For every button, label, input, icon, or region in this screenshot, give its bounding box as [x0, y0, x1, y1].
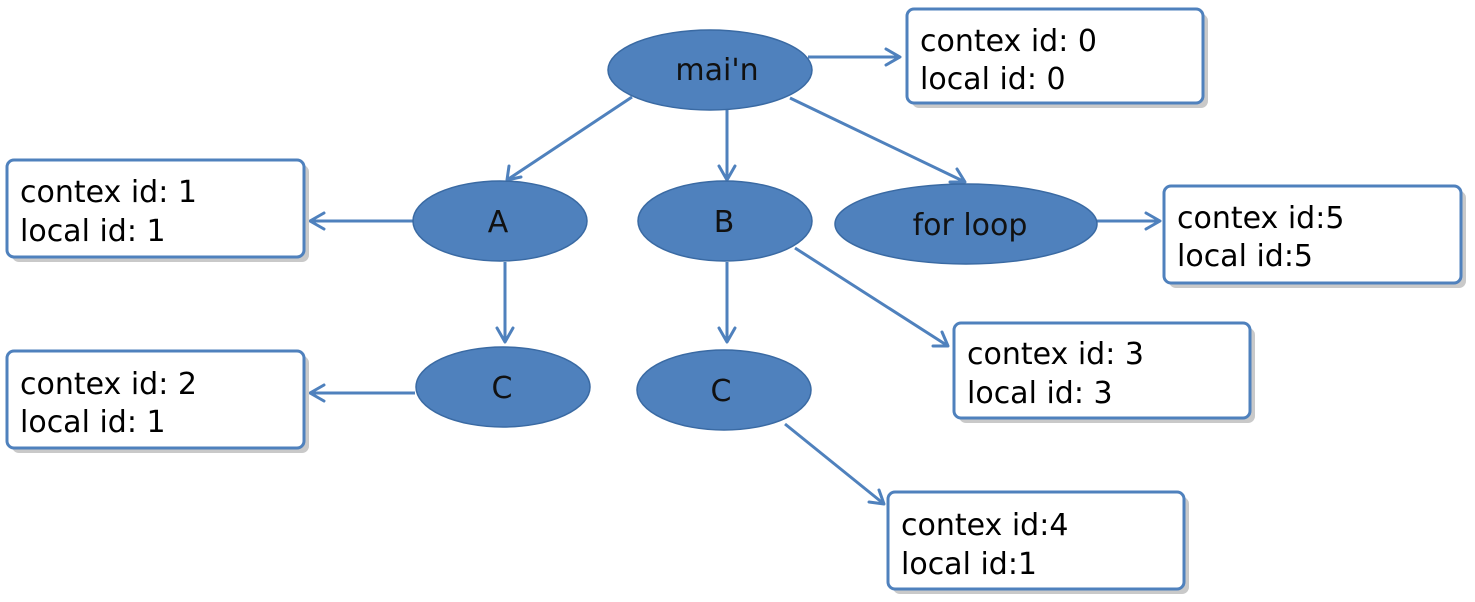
node-c-under-a[interactable]: C	[415, 346, 591, 428]
info-box-c-under-b-line2: local id:1	[901, 547, 1037, 582]
node-for-loop-label: for loop	[913, 208, 1028, 243]
info-box-main: contex id: 0 local id: 0	[905, 7, 1208, 108]
node-main[interactable]: mai'n	[607, 29, 813, 111]
info-box-main-line1: contex id: 0	[920, 24, 1097, 59]
nodes: mai'n A B for loop C C	[412, 29, 1098, 431]
info-box-for-loop: contex id:5 local id:5	[1162, 184, 1466, 288]
info-box-c-under-a-line2: local id: 1	[20, 405, 166, 440]
node-c-under-b-label: C	[711, 374, 732, 409]
node-c-under-a-label: C	[492, 371, 513, 406]
node-c-under-b[interactable]: C	[636, 349, 812, 431]
info-box-main-line2: local id: 0	[920, 62, 1066, 97]
info-box-for-loop-line2: local id:5	[1177, 239, 1313, 274]
info-box-for-loop-line1: contex id:5	[1177, 201, 1344, 236]
edge-main-to-box-main	[808, 47, 902, 67]
info-box-c-under-a: contex id: 2 local id: 1	[5, 349, 309, 453]
info-box-c-under-b-line1: contex id:4	[901, 508, 1068, 543]
info-box-a-line2: local id: 1	[20, 214, 166, 249]
node-main-label: mai'n	[675, 53, 758, 88]
edge-b-to-c	[717, 262, 737, 344]
edge-main-to-b	[717, 110, 737, 182]
node-b[interactable]: B	[637, 180, 813, 262]
info-box-b-line2: local id: 3	[967, 376, 1113, 411]
node-a-label: A	[488, 205, 509, 240]
edge-a-to-c	[495, 262, 515, 344]
edge-main-to-a	[505, 95, 633, 182]
info-box-b: contex id: 3 local id: 3	[952, 321, 1255, 423]
edge-a-to-box-a	[308, 211, 415, 231]
info-box-c-under-a-line1: contex id: 2	[20, 367, 197, 402]
edges	[308, 47, 1162, 506]
info-box-a: contex id: 1 local id: 1	[5, 158, 309, 262]
edge-for-loop-to-box-for-loop	[1097, 211, 1162, 231]
edge-main-to-for-loop	[789, 96, 967, 184]
edge-c-to-box-c-under-a	[308, 383, 415, 403]
edge-c-to-box-c-under-b	[784, 422, 886, 506]
info-box-b-line1: contex id: 3	[967, 337, 1144, 372]
node-a[interactable]: A	[412, 180, 588, 262]
info-boxes: contex id: 0 local id: 0 contex id: 1 lo…	[5, 7, 1466, 594]
node-b-label: B	[714, 205, 735, 240]
node-for-loop[interactable]: for loop	[834, 183, 1098, 265]
info-box-c-under-b: contex id:4 local id:1	[886, 490, 1189, 594]
info-box-a-line1: contex id: 1	[20, 175, 197, 210]
edge-b-to-box-b	[794, 246, 950, 348]
